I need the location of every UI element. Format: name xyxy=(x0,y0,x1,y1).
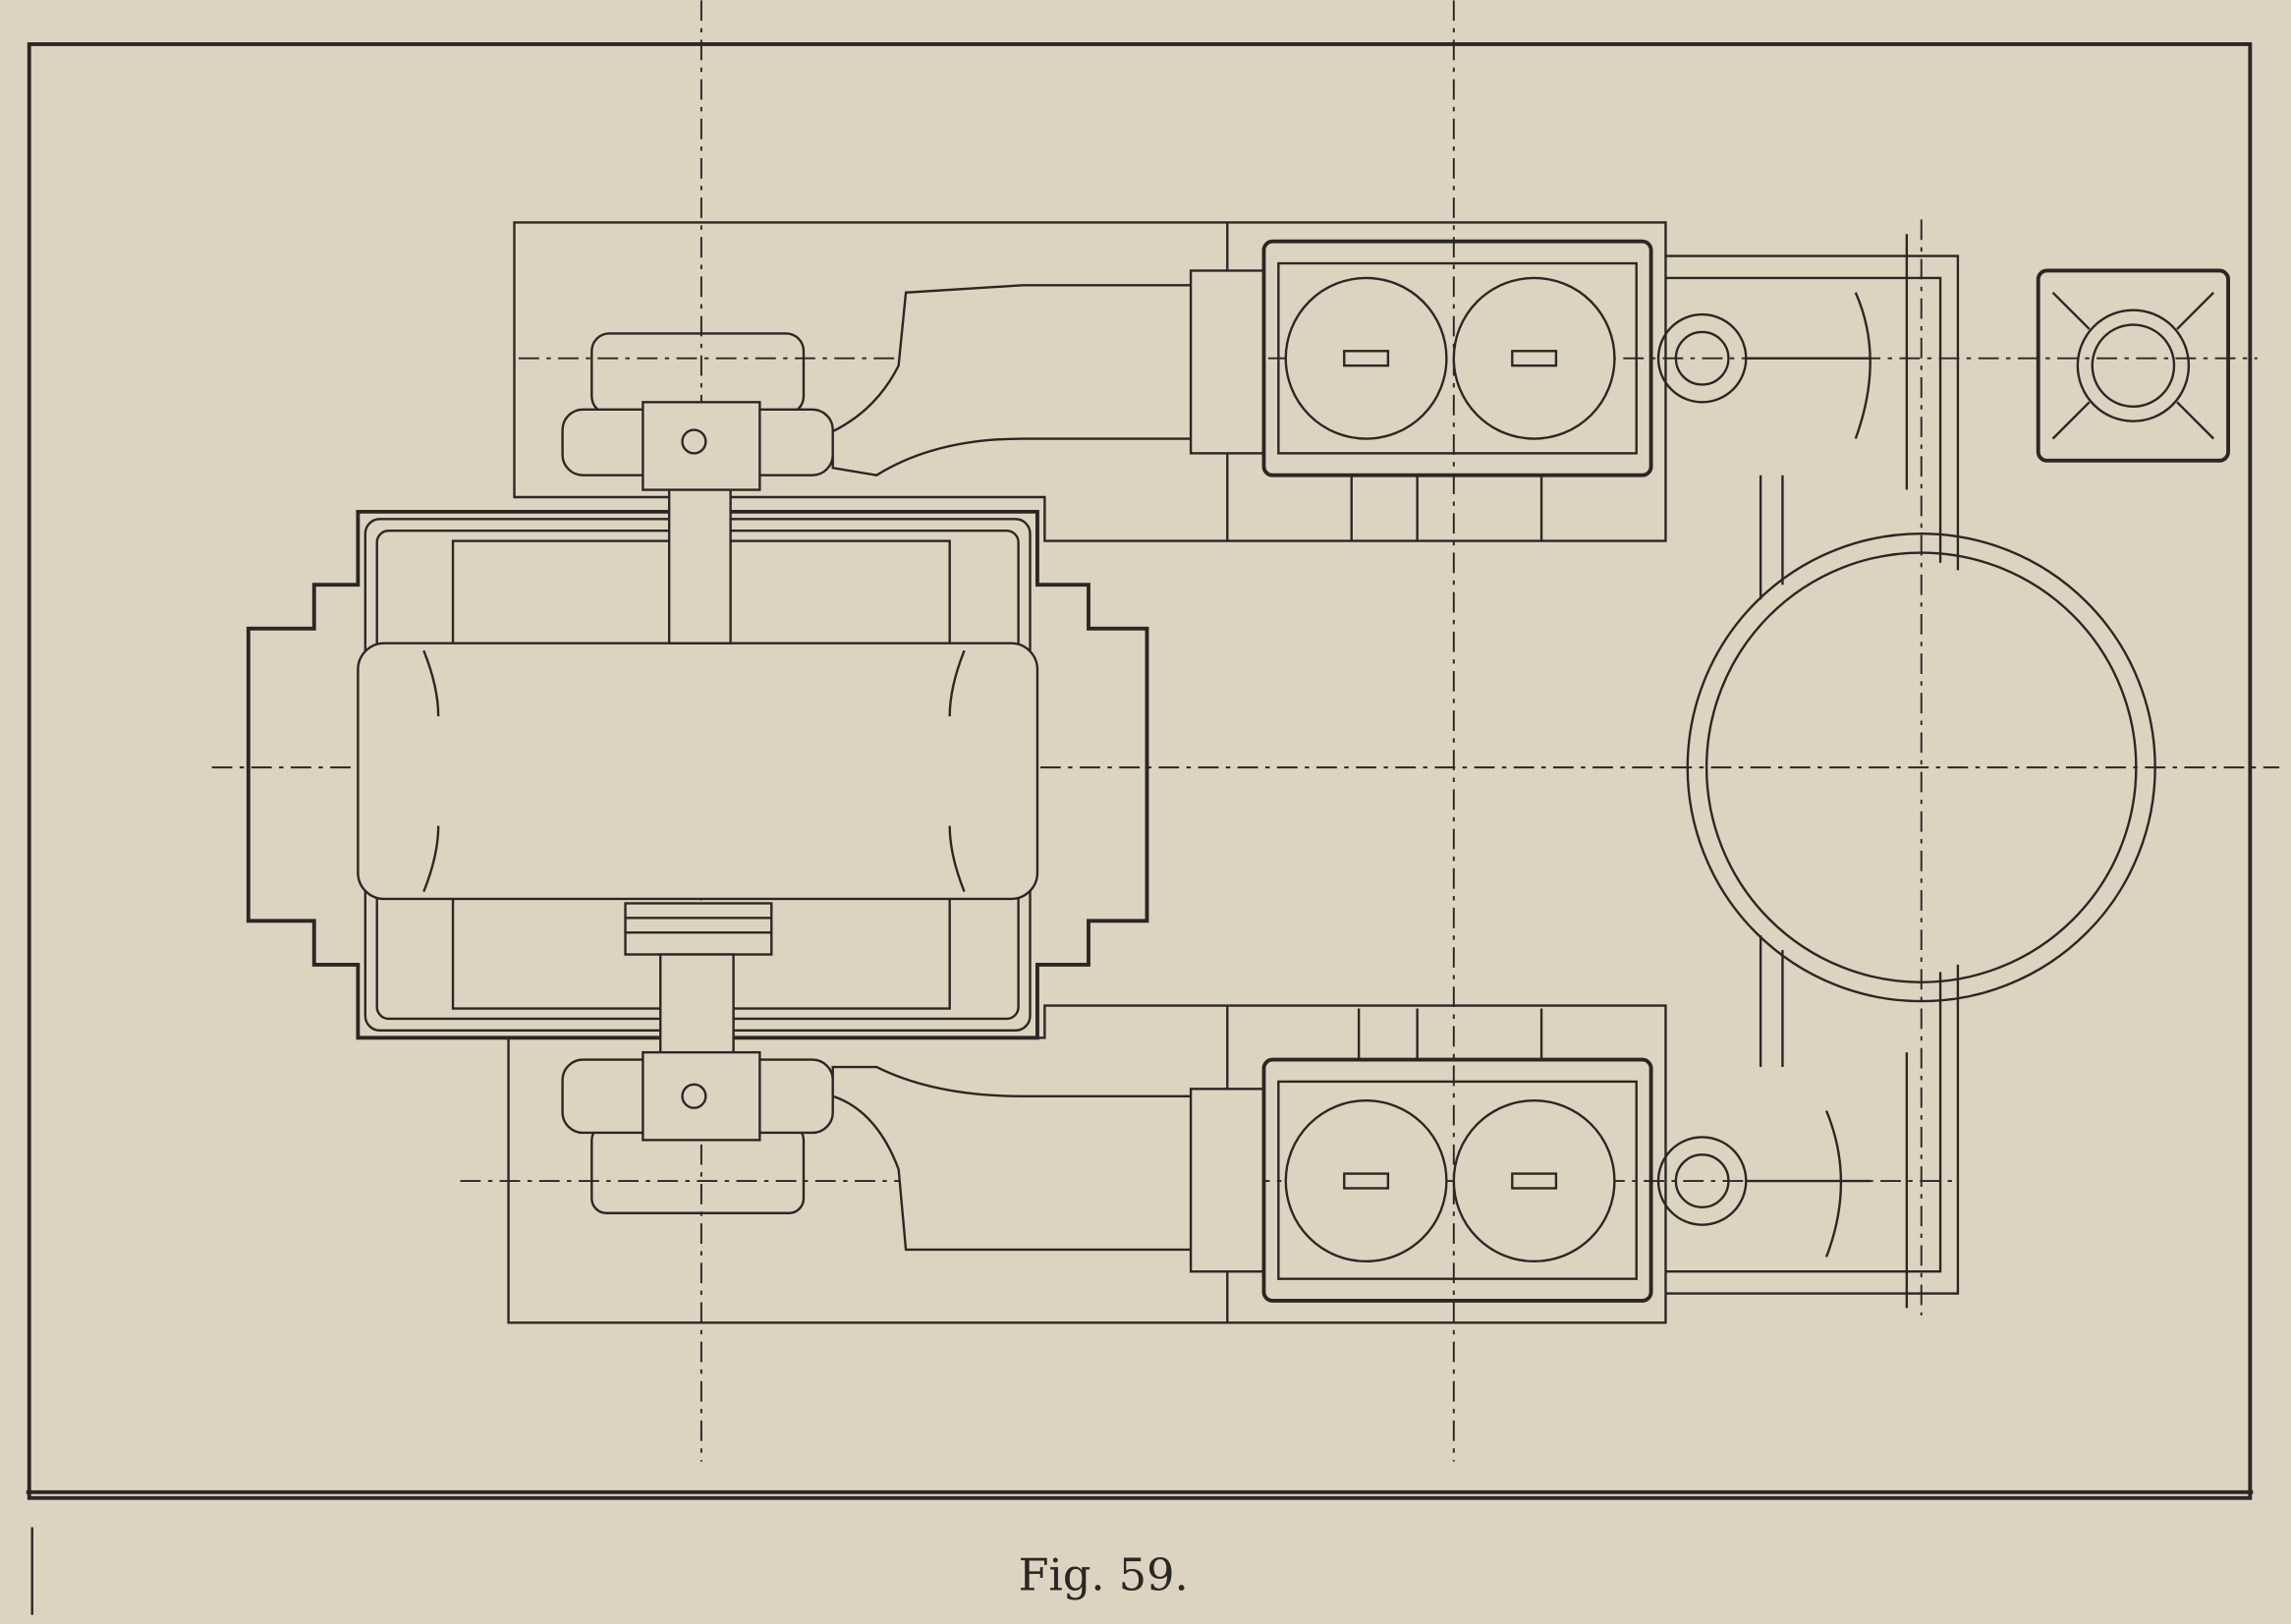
auxiliary-pump xyxy=(2036,268,2230,463)
dynamo-generator xyxy=(246,480,1149,1058)
steam-engine-bottom xyxy=(561,1008,1871,1303)
steam-engine-top xyxy=(561,239,1872,541)
drawing-frame xyxy=(26,42,2254,1615)
figure-caption: Fig. 59. xyxy=(1019,1549,1189,1600)
steam-receiver-and-piping xyxy=(1665,234,2156,1309)
